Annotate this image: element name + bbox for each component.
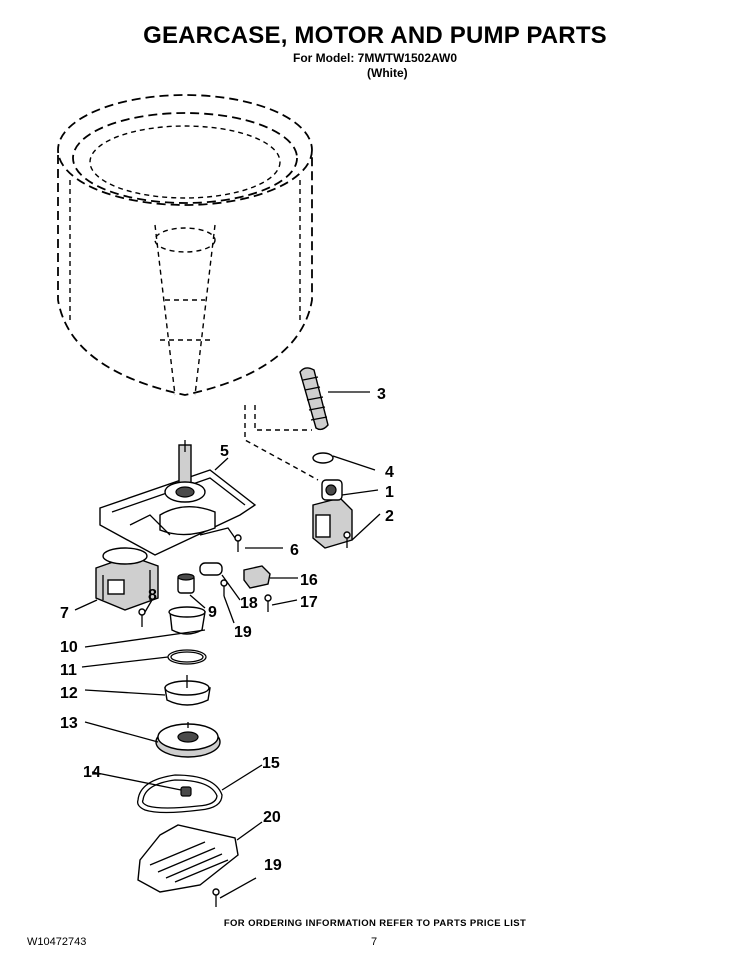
callout-8: 8 xyxy=(148,587,157,604)
part-6-screw xyxy=(234,534,242,552)
part-13-pulley xyxy=(155,722,221,758)
part-1-pump xyxy=(312,479,353,549)
part-8-screw xyxy=(138,608,146,627)
callout-16: 16 xyxy=(300,572,318,589)
part-19-screw-upper xyxy=(220,579,228,596)
callout-4: 4 xyxy=(385,464,394,481)
callout-11: 11 xyxy=(60,662,77,679)
part-18-pivot xyxy=(199,562,223,576)
document-number: W10472743 xyxy=(27,936,87,948)
callout-10: 10 xyxy=(60,639,78,656)
part-5-gearcase xyxy=(99,440,257,556)
callout-18: 18 xyxy=(240,595,258,612)
part-15-belt xyxy=(137,774,223,814)
part-2-screw xyxy=(343,531,351,548)
callout-7: 7 xyxy=(60,605,69,622)
part-16-switch xyxy=(243,565,271,589)
callout-14: 14 xyxy=(83,764,101,781)
callout-19-lower: 19 xyxy=(264,857,282,874)
callout-12: 12 xyxy=(60,685,78,702)
part-17-screw xyxy=(264,594,272,612)
callout-15: 15 xyxy=(262,755,280,772)
callout-13: 13 xyxy=(60,715,78,732)
model-line: For Model: 7MWTW1502AW0 xyxy=(292,51,457,65)
part-3-drain-hose xyxy=(299,367,329,431)
callout-2: 2 xyxy=(385,508,394,525)
part-4-hose-clamp xyxy=(312,452,334,464)
color-line: (White) xyxy=(367,66,408,80)
callout-6: 6 xyxy=(290,542,299,559)
callout-19-upper: 19 xyxy=(234,624,252,641)
leader-lines xyxy=(74,391,381,899)
callout-17: 17 xyxy=(300,594,318,611)
callout-20: 20 xyxy=(263,809,281,826)
page-title: GEARCASE, MOTOR AND PUMP PARTS xyxy=(143,22,607,49)
part-10-clutch xyxy=(168,606,206,635)
tub-phantom-outline xyxy=(57,94,319,481)
part-14-motor-pulley xyxy=(180,786,192,797)
callout-1: 1 xyxy=(385,484,394,501)
callout-3: 3 xyxy=(377,386,386,403)
part-19-screw-lower xyxy=(212,888,220,907)
callout-5: 5 xyxy=(220,443,229,460)
part-20-motor-shield xyxy=(137,824,239,893)
ordering-note: FOR ORDERING INFORMATION REFER TO PARTS … xyxy=(223,918,527,929)
part-9-coupling xyxy=(177,573,195,594)
part-7-motor xyxy=(95,547,159,611)
part-11-retaining-ring xyxy=(167,649,207,665)
callout-9: 9 xyxy=(208,604,217,621)
part-12-drive-hub xyxy=(164,675,211,706)
page-number: 7 xyxy=(371,936,378,948)
